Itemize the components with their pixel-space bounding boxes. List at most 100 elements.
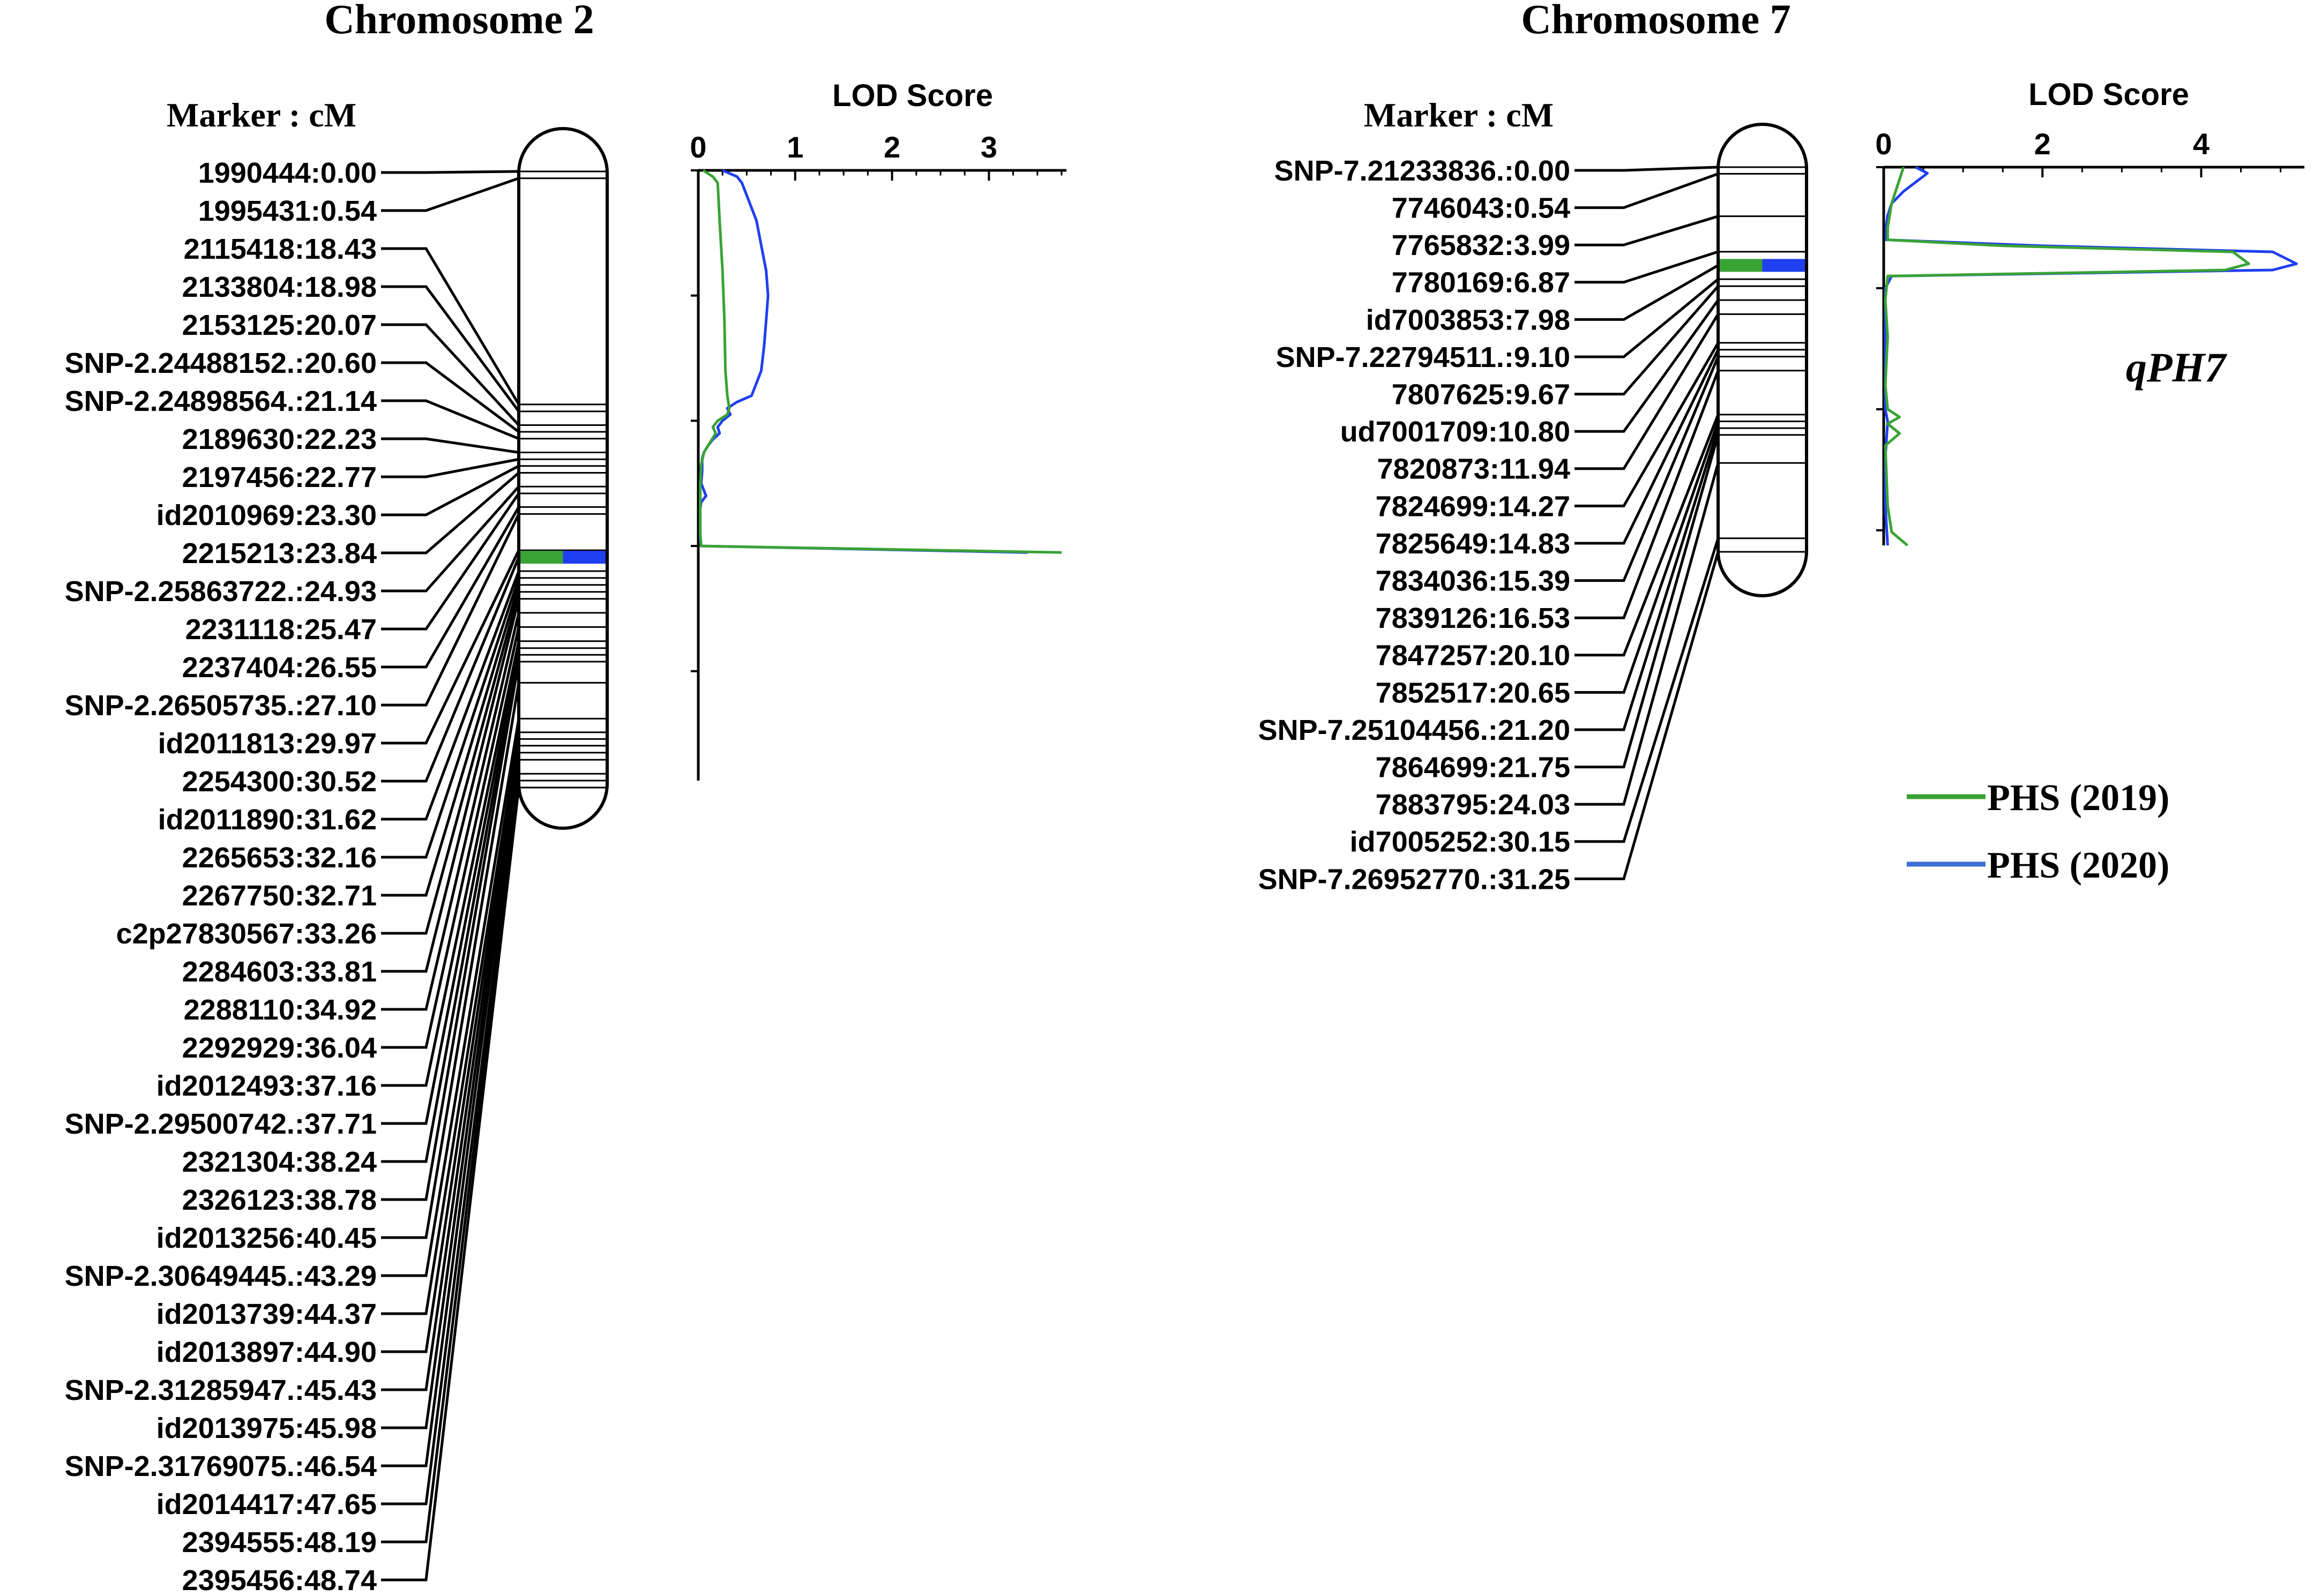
marker-connector <box>1574 166 1719 172</box>
chromosome-7-lod-plot: 0 2 4 <box>1875 127 2304 546</box>
marker-connector <box>381 285 520 413</box>
marker-label: id2012493:37.16 <box>156 1070 377 1102</box>
chromosome-7-bar <box>1717 123 1808 597</box>
panel-chromosome-2: Chromosome 2 Marker : cM LOD Score 19904… <box>65 0 1066 1596</box>
qtl-band-2020 <box>563 551 606 564</box>
marker-connector <box>381 745 520 1391</box>
marker-connector <box>381 654 520 1163</box>
marker-label: 2153125:20.07 <box>182 309 377 341</box>
marker-connector <box>1574 421 1720 694</box>
chromosome-7-marker-labels: SNP-7.21233836.:0.00 7746043:0.54 7765832:… <box>1258 155 1570 895</box>
marker-connector <box>381 177 519 212</box>
marker-label: 2215213:23.84 <box>182 537 377 570</box>
lod-x-tick-label: 1 <box>787 130 803 164</box>
marker-label: 2115418:18.43 <box>184 233 377 265</box>
marker-connector <box>381 513 520 707</box>
chromosome-7-connectors <box>1574 166 1720 880</box>
marker-label: SNP-2.24488152.:20.60 <box>65 347 377 379</box>
marker-label: SNP-2.30649445.:43.29 <box>65 1260 377 1292</box>
marker-label: SNP-2.29500742.:37.71 <box>65 1108 377 1140</box>
marker-label: id2011813:29.97 <box>158 728 377 760</box>
marker-connector <box>381 752 520 1429</box>
lod-x-tick-label: 4 <box>2193 127 2210 161</box>
marker-label: 7746043:0.54 <box>1392 192 1570 224</box>
marker-connector <box>381 557 520 783</box>
panel-chromosome-7: Chromosome 7 Marker : cM LOD Score qPH7 … <box>1258 0 2304 895</box>
qtl-band-2019 <box>1720 259 1763 272</box>
chromosome-outline <box>517 127 609 830</box>
marker-label: 7780169:6.87 <box>1392 267 1570 299</box>
marker-connector <box>381 492 520 631</box>
marker-label: 2288110:34.92 <box>184 994 377 1026</box>
marker-label: 2395456:48.74 <box>182 1564 377 1593</box>
marker-label: 1995431:0.54 <box>198 195 377 227</box>
marker-label: 1990444:0.00 <box>198 157 377 189</box>
marker-connector <box>1574 342 1720 507</box>
marker-label: 2197456:22.77 <box>182 461 377 493</box>
marker-connector <box>1574 264 1719 321</box>
marker-label: SNP-2.31285947.:45.43 <box>65 1374 377 1406</box>
marker-connector <box>1574 173 1719 209</box>
marker-label: 7839126:16.53 <box>1376 602 1570 634</box>
qtl-band-2020 <box>1762 259 1805 272</box>
marker-connector <box>381 780 520 1543</box>
marker-connector <box>1574 299 1720 433</box>
lod-curve-2019 <box>1884 167 2250 546</box>
marker-connector <box>1574 428 1720 731</box>
marker-connector <box>381 612 520 1011</box>
marker-connector <box>381 773 520 1505</box>
marker-label: 7807625:9.67 <box>1392 379 1570 411</box>
marker-connector <box>1574 349 1720 545</box>
marker-connector <box>381 323 520 426</box>
marker-label: 7883795:24.03 <box>1376 789 1570 821</box>
marker-connector <box>381 682 520 1239</box>
marker-label: SNP-7.21233836.:0.00 <box>1274 155 1570 187</box>
lod-x-tick-label: 2 <box>2034 127 2051 161</box>
marker-label: 7824699:14.27 <box>1376 490 1570 522</box>
marker-connector <box>381 571 520 821</box>
marker-label: SNP-2.31769075.:46.54 <box>65 1450 377 1482</box>
marker-connector <box>381 578 520 859</box>
chromosome-7-lod-title: LOD Score <box>2028 77 2189 112</box>
marker-connector <box>1574 414 1720 657</box>
marker-label: SNP-2.24898564.:21.14 <box>65 385 377 417</box>
chromosome-2-marker-header: Marker : cM <box>167 96 356 134</box>
marker-connector <box>1574 250 1719 284</box>
chromosome-2-title: Chromosome 2 <box>324 0 594 42</box>
marker-label: id2010969:23.30 <box>156 499 377 531</box>
legend-label-2019: PHS (2019) <box>1987 777 2169 819</box>
marker-connector <box>1574 313 1720 470</box>
chromosome-2-marker-labels: 1990444:0.001995431:0.542115418:18.43213… <box>65 157 377 1596</box>
marker-label: 7765832:3.99 <box>1392 229 1570 261</box>
marker-label: id2013739:44.37 <box>156 1298 377 1330</box>
marker-label: 2267750:32.71 <box>182 880 377 912</box>
marker-connector <box>381 361 520 433</box>
legend: PHS (2019) PHS (2020) <box>1907 777 2169 886</box>
qtl-band-2019 <box>520 551 563 564</box>
marker-label: id2013897:44.90 <box>156 1336 377 1368</box>
chromosome-7-marker-header: Marker : cM <box>1364 96 1554 134</box>
marker-label: 2231118:25.47 <box>185 613 377 646</box>
marker-connector <box>381 399 519 440</box>
marker-connector <box>381 641 520 1087</box>
marker-label: 2292929:36.04 <box>182 1032 377 1064</box>
chromosome-7-title: Chromosome 7 <box>1521 0 1790 42</box>
marker-connector <box>381 739 520 1353</box>
marker-connector <box>381 506 520 669</box>
marker-label: SNP-7.25104456.:21.20 <box>1258 714 1570 746</box>
marker-connector <box>381 626 520 1049</box>
marker-connector <box>1574 370 1720 619</box>
chromosome-2-connectors <box>381 170 520 1582</box>
chromosome-2-lod-title: LOD Score <box>832 78 993 113</box>
marker-connector <box>1574 215 1719 246</box>
lod-x-tick-label: 0 <box>1875 127 1892 161</box>
marker-label: SNP-2.26505735.:27.10 <box>65 690 377 722</box>
marker-label: id2013256:40.45 <box>156 1222 377 1254</box>
marker-connector <box>381 648 520 1125</box>
lod-curve-2020 <box>699 169 1028 554</box>
marker-label: id7003853:7.98 <box>1366 304 1570 336</box>
marker-connector <box>1574 434 1720 769</box>
